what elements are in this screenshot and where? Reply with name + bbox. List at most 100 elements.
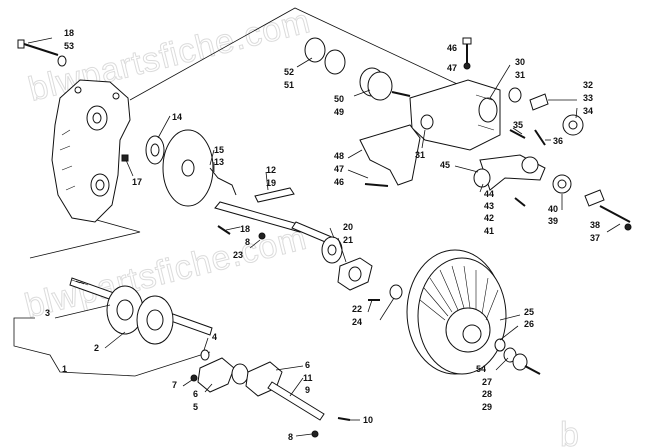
callout-8b: 8 [288, 432, 293, 442]
callout-13: 13 [214, 157, 224, 167]
callout-26: 26 [524, 319, 534, 329]
callout-4: 4 [212, 332, 217, 342]
callout-24: 24 [352, 317, 362, 327]
callout-48: 48 [334, 151, 344, 161]
callout-12: 12 [266, 165, 276, 175]
callout-40: 40 [548, 204, 558, 214]
callout-21: 21 [343, 235, 353, 245]
callout-2: 2 [94, 343, 99, 353]
spring-39 [584, 189, 605, 207]
callouts: 18 53 14 17 15 13 12 19 18 8 23 20 21 22… [45, 28, 600, 442]
group-bracket-1 [13, 317, 211, 377]
callout-53: 53 [64, 41, 74, 51]
flange-6a [197, 357, 235, 393]
callout-34: 34 [583, 106, 593, 116]
group-outline-top [129, 7, 471, 101]
callout-17: 17 [132, 177, 142, 187]
flange-21 [337, 257, 373, 291]
callout-39: 39 [548, 216, 558, 226]
nut-37 [624, 223, 632, 231]
tensioner-arm-45 [473, 154, 546, 191]
callout-35: 35 [513, 120, 523, 130]
callout-31b: 31 [415, 150, 425, 160]
callout-18: 18 [64, 28, 74, 38]
bushing-34 [562, 114, 584, 136]
callout-46: 46 [447, 43, 457, 53]
leader-lines [27, 37, 621, 437]
callout-44: 44 [484, 189, 494, 199]
bearing-5 [231, 363, 249, 385]
callout-37: 37 [590, 233, 600, 243]
callout-20: 20 [343, 222, 353, 232]
callout-46b: 46 [334, 177, 344, 187]
callout-50: 50 [334, 94, 344, 104]
brake-disc-15 [162, 129, 237, 207]
bolt-41 [514, 197, 526, 207]
bolt-38 [599, 205, 631, 223]
callout-11: 11 [303, 373, 313, 383]
shaft-9 [267, 381, 325, 421]
chaincase-housing [51, 79, 131, 223]
bushing-40 [552, 174, 572, 194]
nut-8b [311, 430, 319, 438]
callout-45: 45 [440, 160, 450, 170]
spacer-18b [217, 225, 231, 235]
callout-5: 5 [193, 402, 198, 412]
nut-23 [258, 232, 266, 240]
callout-49: 49 [334, 107, 344, 117]
clip-52 [304, 37, 346, 75]
callout-28: 28 [482, 389, 492, 399]
bolt-46b [364, 183, 389, 187]
callout-43: 43 [484, 201, 494, 211]
callout-8: 8 [245, 237, 250, 247]
callout-22: 22 [352, 304, 362, 314]
idler-housing-30 [409, 79, 501, 151]
callout-52: 52 [284, 67, 294, 77]
callout-19: 19 [266, 178, 276, 188]
washer-24 [389, 284, 403, 300]
callout-14: 14 [172, 112, 182, 122]
callout-36: 36 [553, 136, 563, 146]
callout-51: 51 [284, 80, 294, 90]
callout-47: 47 [447, 63, 457, 73]
bearing-20 [321, 236, 343, 264]
driven-pulley-25 [406, 249, 507, 375]
callout-33: 33 [583, 93, 593, 103]
pin-36 [534, 129, 546, 146]
callout-31: 31 [515, 70, 525, 80]
callout-23: 23 [233, 250, 243, 260]
callout-38: 38 [590, 220, 600, 230]
callout-29: 29 [482, 402, 492, 412]
bolt-10 [337, 417, 351, 421]
callout-9: 9 [305, 385, 310, 395]
callout-6b: 6 [305, 360, 310, 370]
callout-42: 42 [484, 213, 494, 223]
callout-3: 3 [45, 308, 50, 318]
callout-18b: 18 [240, 224, 250, 234]
callout-15: 15 [214, 145, 224, 155]
callout-47b: 47 [334, 164, 344, 174]
spring-33 [529, 93, 549, 111]
plug-17 [121, 154, 129, 162]
washer-28 [512, 353, 528, 371]
washer-32 [508, 87, 522, 103]
callout-27: 27 [482, 377, 492, 387]
shaft-12 [214, 187, 335, 245]
seal-4 [200, 349, 210, 361]
callout-25: 25 [524, 307, 534, 317]
callout-32: 32 [583, 80, 593, 90]
washer-26 [494, 338, 506, 352]
bearing-50 [359, 67, 411, 101]
nut-7 [190, 374, 198, 382]
callout-41: 41 [484, 226, 494, 236]
bolt-46 [462, 37, 472, 70]
bracket-48 [359, 124, 421, 186]
bolt-18 [17, 39, 67, 67]
pin-35 [509, 129, 526, 139]
callout-1: 1 [62, 364, 67, 374]
sprocket-2a [106, 285, 144, 335]
bearing-14 [145, 135, 165, 165]
sprocket-2b [136, 295, 174, 345]
